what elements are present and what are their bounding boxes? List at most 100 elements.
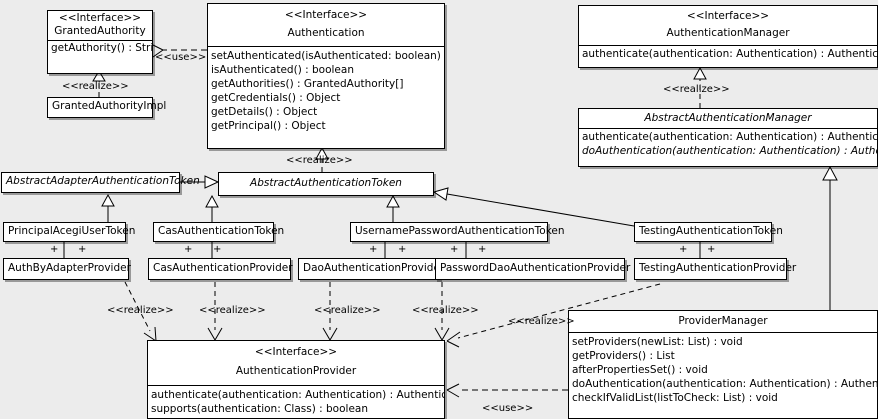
operation-item: authenticate(authentication: Authenticat… — [582, 48, 877, 60]
operations-compartment: authenticate(authentication: Authenticat… — [579, 128, 877, 158]
operation-item: getCredentials() : Object — [211, 92, 341, 104]
class-granted-authority[interactable]: <<Interface>> GrantedAuthority getAuthor… — [47, 10, 153, 74]
stereotype-label: <<Interface>> — [284, 9, 368, 21]
class-header: ProviderManager — [569, 311, 877, 332]
class-name: ProviderManager — [678, 315, 768, 327]
multiplicity-mark: + — [369, 244, 378, 255]
operations-compartment: setAuthenticated(isAuthenticated: boolea… — [208, 46, 444, 133]
edge-generalize-testingauthenticationtoken — [432, 187, 635, 227]
class-name: AbstractAdapterAuthenticationToken — [6, 175, 200, 187]
class-provider-manager[interactable]: ProviderManager setProviders(newList: Li… — [568, 310, 878, 419]
operation-item: getAuthorities() : GrantedAuthority[] — [211, 78, 404, 90]
class-header: TestingAuthenticationToken — [635, 223, 783, 240]
edge-label-realize-testing-provider: <<realize>> — [508, 316, 575, 327]
edge-generalize-usernamepasswordtoken — [386, 194, 400, 222]
edge-generalize-casauthenticationtoken — [205, 194, 219, 222]
class-header: AbstractAdapterAuthenticationToken — [2, 173, 200, 190]
class-auth-by-adapter-provider[interactable]: AuthByAdapterProvider — [3, 258, 131, 280]
class-abstract-authentication-manager[interactable]: AbstractAuthenticationManager authentica… — [578, 108, 878, 167]
class-header: PasswordDaoAuthenticationProvider — [436, 259, 631, 277]
multiplicity-mark: + — [478, 244, 487, 255]
operation-item: supports(authentication: Class) : boolea… — [151, 403, 368, 415]
operation-item: authenticate(authentication: Authenticat… — [582, 131, 877, 143]
operation-item: doAuthentication(authentication: Authent… — [572, 378, 877, 390]
class-header: CasAuthenticationToken — [154, 223, 285, 240]
stereotype-label: <<Interface>> — [254, 346, 338, 358]
class-testing-authentication-token[interactable]: TestingAuthenticationToken — [634, 222, 783, 242]
class-name: AuthenticationManager — [666, 27, 790, 39]
class-name: TestingAuthenticationProvider — [639, 262, 797, 274]
class-name: PrincipalAcegiUserToken — [8, 225, 136, 237]
operation-item: getPrincipal() : Object — [211, 120, 326, 132]
class-username-password-authentication-token[interactable]: UsernamePasswordAuthenticationToken — [350, 222, 565, 242]
class-dao-authentication-provider[interactable]: DaoAuthenticationProvider — [298, 258, 445, 280]
class-name: CasAuthenticationProvider — [153, 262, 293, 274]
class-name: TestingAuthenticationToken — [639, 225, 783, 237]
edge-label-realize-cas-provider: <<realize>> — [199, 305, 266, 316]
stereotype-label: <<Interface>> — [58, 12, 142, 24]
operation-item: doAuthentication(authentication: Authent… — [582, 145, 877, 157]
class-name: GrantedAuthorityImpl — [52, 100, 167, 112]
edge-label-use-provider-manager: <<use>> — [482, 403, 534, 414]
class-header: GrantedAuthorityImpl — [48, 98, 167, 115]
class-header: <<Interface>> GrantedAuthority — [48, 11, 152, 40]
class-authentication-manager[interactable]: <<Interface>> AuthenticationManager auth… — [578, 5, 878, 68]
multiplicity-mark: + — [184, 244, 193, 255]
edge-generalize-principalacegiusertoken — [101, 193, 115, 222]
operation-item: setProviders(newList: List) : void — [572, 336, 743, 348]
class-cas-authentication-provider[interactable]: CasAuthenticationProvider — [148, 258, 293, 280]
multiplicity-mark: + — [450, 244, 459, 255]
operation-item: authenticate(authentication: Authenticat… — [151, 389, 444, 401]
class-name: PasswordDaoAuthenticationProvider — [440, 262, 631, 274]
operations-compartment: setProviders(newList: List) : void getPr… — [569, 332, 877, 405]
operations-compartment: authenticate(authentication: Authenticat… — [579, 45, 877, 61]
class-authentication-provider[interactable]: <<Interface>> AuthenticationProvider aut… — [147, 340, 445, 419]
multiplicity-mark: + — [213, 244, 222, 255]
class-testing-authentication-provider[interactable]: TestingAuthenticationProvider — [634, 258, 797, 280]
class-header: PrincipalAcegiUserToken — [4, 223, 136, 240]
multiplicity-mark: + — [50, 244, 59, 255]
edge-label-realize-dao-provider: <<realize>> — [314, 305, 381, 316]
edge-use-providermanager-authenticationprovider — [446, 383, 568, 398]
edge-label-realize-auth-by-adapter: <<realize>> — [107, 305, 174, 316]
class-header: <<Interface>> AuthenticationManager — [579, 6, 877, 45]
class-name: AbstractAuthenticationManager — [644, 112, 812, 124]
multiplicity-mark: + — [398, 244, 407, 255]
edge-label-realize-authentication-token: <<realize>> — [286, 155, 353, 166]
operation-item: getProviders() : List — [572, 350, 675, 362]
multiplicity-mark: + — [78, 244, 87, 255]
class-header: UsernamePasswordAuthenticationToken — [351, 223, 565, 240]
class-abstract-authentication-token[interactable]: AbstractAuthenticationToken — [218, 172, 434, 196]
class-name: DaoAuthenticationProvider — [303, 262, 445, 274]
operation-item: setAuthenticated(isAuthenticated: boolea… — [211, 50, 444, 62]
class-abstract-adapter-authentication-token[interactable]: AbstractAdapterAuthenticationToken — [1, 172, 200, 193]
class-granted-authority-impl[interactable]: GrantedAuthorityImpl — [47, 97, 167, 118]
multiplicity-mark: + — [679, 244, 688, 255]
class-header: AuthByAdapterProvider — [4, 259, 131, 277]
operation-item: getAuthority() : String — [51, 42, 152, 54]
class-header: CasAuthenticationProvider — [149, 259, 293, 277]
edge-label-realize-abstract-auth-manager: <<realize>> — [663, 84, 730, 95]
class-name: AuthByAdapterProvider — [8, 262, 131, 274]
operations-compartment: authenticate(authentication: Authenticat… — [148, 385, 444, 416]
operation-item: afterPropertiesSet() : void — [572, 364, 708, 376]
class-header: DaoAuthenticationProvider — [299, 259, 445, 277]
class-cas-authentication-token[interactable]: CasAuthenticationToken — [153, 222, 285, 242]
edge-label-use-authentication-granted: <<use>> — [155, 52, 207, 63]
class-name: CasAuthenticationToken — [158, 225, 285, 237]
edge-label-realize-granted-authority-impl: <<realize>> — [62, 81, 129, 92]
class-authentication[interactable]: <<Interface>> Authentication setAuthenti… — [207, 3, 445, 149]
class-name: GrantedAuthority — [54, 25, 146, 37]
class-name: AbstractAuthenticationToken — [250, 177, 402, 189]
operation-item: checkIfValidList(listToCheck: List) : vo… — [572, 392, 778, 404]
class-header: <<Interface>> Authentication — [208, 4, 444, 46]
class-name: AuthenticationProvider — [235, 365, 357, 377]
class-header: TestingAuthenticationProvider — [635, 259, 797, 277]
class-password-dao-authentication-provider[interactable]: PasswordDaoAuthenticationProvider — [435, 258, 631, 280]
class-header: AbstractAuthenticationManager — [579, 109, 877, 128]
operation-item: getDetails() : Object — [211, 106, 318, 118]
edge-generalize-providermanager — [822, 165, 838, 310]
operations-compartment: getAuthority() : String — [48, 40, 152, 55]
class-principal-acegi-user-token[interactable]: PrincipalAcegiUserToken — [3, 222, 136, 242]
